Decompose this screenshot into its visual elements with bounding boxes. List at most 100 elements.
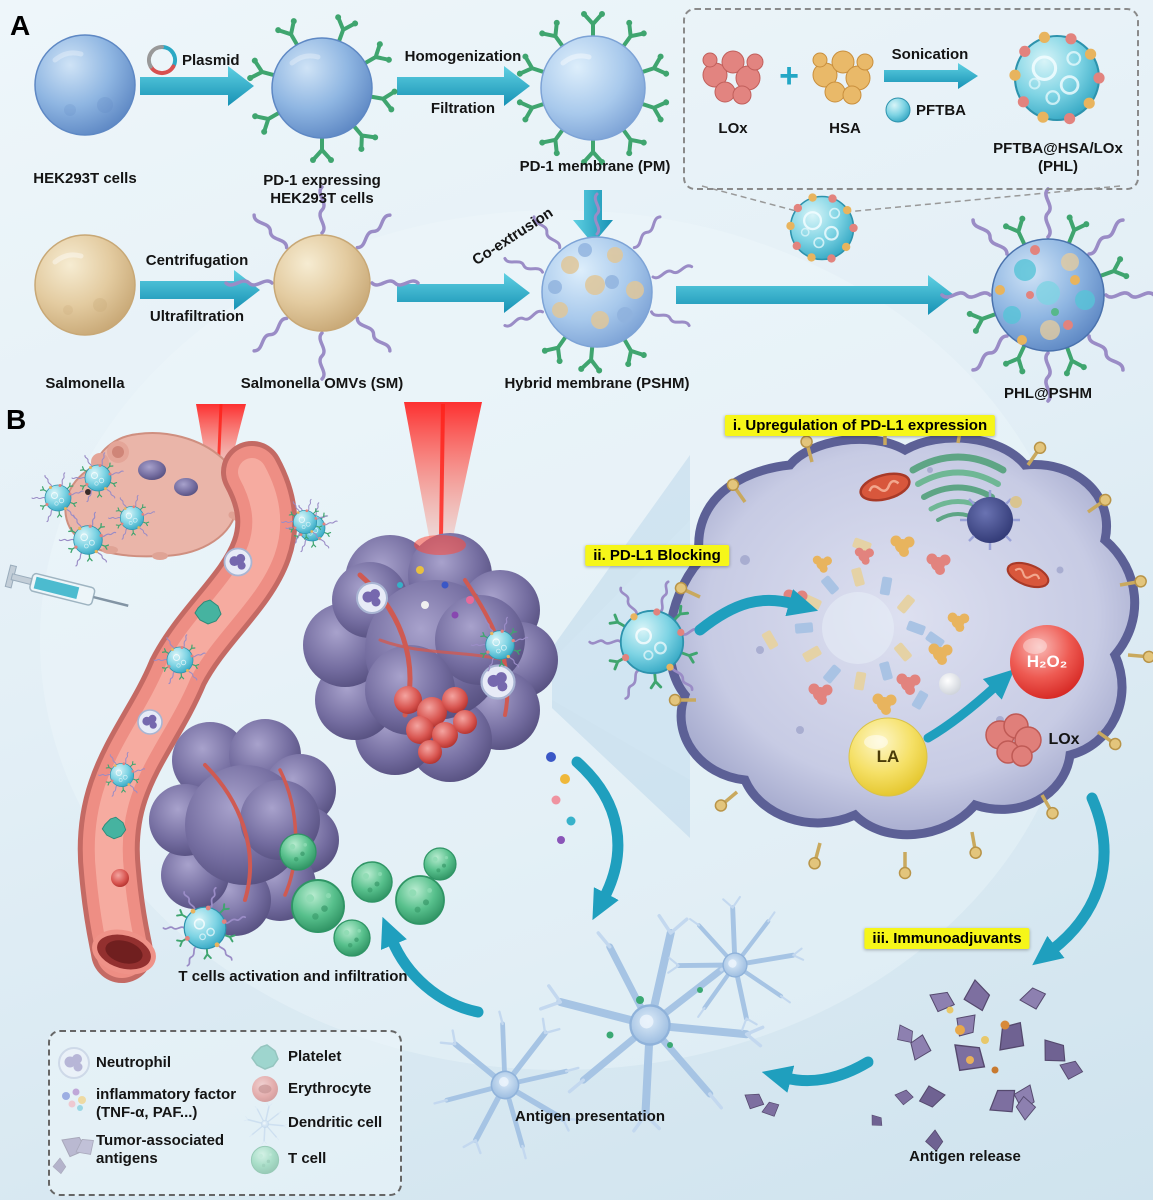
arrow-centrifugation — [140, 270, 260, 310]
filtration-label: Filtration — [430, 100, 496, 117]
pd1-expressing-line1: PD-1 expressing — [263, 172, 381, 189]
legend-neutrophil-label: Neutrophil — [96, 1054, 171, 1071]
panel-a-art — [34, 9, 1153, 403]
inset-tail-left — [701, 185, 801, 213]
pd1-expressing-label: PD-1 expressing HEK293T cells — [263, 172, 381, 208]
legend-tcell-label: T cell — [288, 1150, 327, 1167]
pd1-expressing-cell-sphere — [244, 11, 400, 165]
nucleolus-sphere — [960, 490, 1022, 550]
arrow-homogenization — [397, 66, 530, 106]
panel-a-label: A — [10, 10, 31, 41]
arrow-dendritic-to-tcells — [380, 916, 484, 1018]
golgi — [909, 453, 1007, 522]
centrifugation-label: Centrifugation — [145, 252, 249, 269]
neutrophil-in-vessel — [137, 709, 163, 735]
mouse-tumor-spot — [174, 478, 198, 496]
legend-inflammatory-line2: (TNF-α, PAF...) — [96, 1104, 198, 1121]
t-cell — [333, 919, 371, 957]
panel-b-art — [4, 402, 1153, 1185]
lox-protein — [702, 50, 764, 105]
arrow-tumor-to-dendritic — [571, 756, 624, 921]
antigen-bits — [606, 987, 703, 1048]
h2o2-highlight — [1023, 638, 1047, 654]
plasmid-label: Plasmid — [182, 52, 240, 69]
inset-tail-right — [845, 185, 1121, 213]
phl-synthesis-inset-box — [683, 8, 1139, 190]
antigen-presentation-label: Antigen presentation — [514, 1108, 666, 1125]
arrow-coextrusion — [397, 273, 530, 313]
inflammatory-dots-on-tumor — [397, 566, 474, 619]
step-i-label: i. Upregulation of PD-L1 expression — [724, 415, 996, 436]
mouse-tumor-spot — [138, 460, 166, 480]
pd1-expressing-line2: HEK293T cells — [270, 190, 374, 207]
neutrophil-in-tumor — [356, 582, 388, 614]
infiltrated-tumor — [149, 719, 339, 936]
legend-platelet-label: Platelet — [288, 1048, 342, 1065]
mouse — [64, 432, 273, 608]
hsa-label: HSA — [829, 120, 861, 137]
salmonella-omv-label: Salmonella OMVs (SM) — [240, 375, 404, 392]
legend-dendritic-label: Dendritic cell — [288, 1114, 383, 1131]
hybrid-membrane-sphere — [502, 192, 694, 376]
t-cell — [291, 879, 345, 933]
pftba-sphere — [885, 97, 911, 123]
arrow-pm-down — [573, 190, 613, 244]
arrow-cell-to-release — [1032, 792, 1110, 966]
antigen-release-cluster — [866, 976, 1085, 1153]
legend-erythrocyte-label: Erythrocyte — [288, 1080, 372, 1097]
salmonella-omv-sphere — [224, 185, 420, 381]
step-ii-label: ii. PD-L1 Blocking — [585, 545, 729, 566]
phl-small-sphere — [785, 192, 859, 264]
h2o2-sphere — [1010, 625, 1084, 699]
legend-inflammatory-line1: inflammatory factor — [96, 1086, 237, 1103]
neutrophil-in-tumor — [480, 664, 516, 700]
antigen-shard — [740, 1089, 767, 1114]
pd1-membrane-sphere — [514, 9, 672, 167]
pdl1-pin — [1125, 647, 1153, 665]
hsa-protein — [812, 50, 874, 105]
salmonella-label: Salmonella — [45, 375, 125, 392]
lox-label: LOx — [718, 120, 748, 137]
h2o2-label: H₂O₂ — [1026, 652, 1068, 671]
legend-tumor-antigens-line2: antigens — [96, 1150, 158, 1167]
t-cell — [351, 861, 393, 903]
t-cell — [279, 833, 317, 871]
rupturing-nanoparticle — [761, 537, 946, 711]
t-cell — [423, 847, 457, 881]
tumor-cell-diagram — [664, 414, 1153, 881]
hybrid-membrane-label: Hybrid membrane (PSHM) — [504, 375, 690, 392]
homogenization-label: Homogenization — [404, 48, 522, 65]
legend-tumor-antigens-line1: Tumor-associated — [96, 1132, 225, 1149]
ultrafiltration-label: Ultrafiltration — [149, 308, 245, 325]
arrow-plasmid — [140, 66, 254, 106]
lox-b-label: LOx — [1048, 731, 1080, 748]
antigen-release-label: Antigen release — [909, 1148, 1021, 1165]
erythrocyte-in-vessel — [111, 869, 129, 887]
step-iii-label: iii. Immunoadjuvants — [864, 928, 1030, 949]
t-cell — [395, 875, 445, 925]
salmonella-sphere — [34, 234, 136, 336]
phl-product-line2: (PHL) — [1037, 158, 1078, 175]
arrow-release-to-dendritic — [761, 1056, 874, 1093]
arrow-nanop-to-cell — [694, 589, 819, 636]
sonication-label: Sonication — [891, 46, 969, 63]
phl-pshm-sphere — [940, 187, 1153, 403]
arrow-phl-mix — [676, 275, 954, 315]
la-label: LA — [876, 747, 900, 766]
pftba-label: PFTBA — [916, 102, 966, 119]
laser-core-tumor — [439, 403, 445, 539]
arrow-la-to-h2o2 — [923, 669, 1015, 743]
erythrocyte-cluster — [394, 686, 477, 764]
hek293t-label: HEK293T cells — [33, 170, 137, 187]
plus-sign: + — [779, 57, 799, 95]
syringe — [4, 564, 129, 607]
factor-dots-trail — [546, 752, 576, 844]
phl-product-label: PFTBA@HSA/LOx (PHL) — [993, 140, 1123, 176]
laser-hit-glow — [414, 535, 466, 555]
lox-enzyme — [985, 713, 1042, 767]
arrow-sonication — [884, 63, 978, 89]
o2-sphere — [939, 673, 961, 695]
phl-pshm-label: PHL@PSHM — [1004, 385, 1092, 402]
pd1-membrane-label: PD-1 membrane (PM) — [519, 158, 671, 175]
